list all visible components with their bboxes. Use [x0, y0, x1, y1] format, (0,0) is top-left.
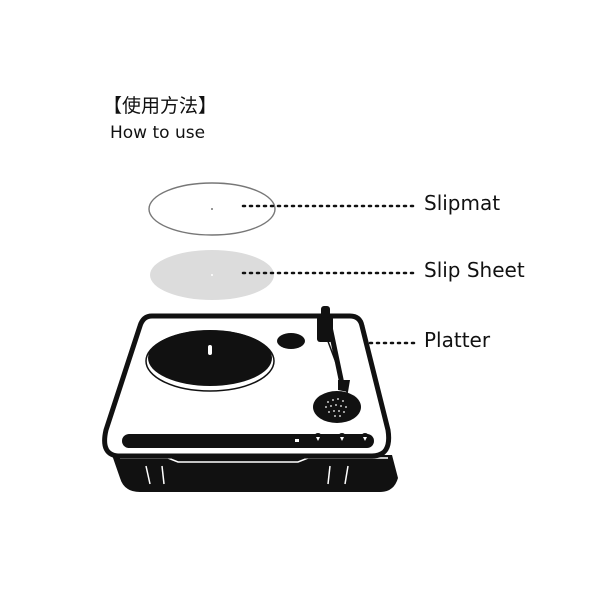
title-english: How to use [110, 123, 206, 143]
title-japanese: 【使用方法】 [103, 95, 218, 117]
label-platter: Platter [424, 328, 491, 352]
turntable-icon [102, 306, 398, 492]
label-slipmat: Slipmat [424, 191, 501, 215]
label-slip-sheet: Slip Sheet [424, 258, 525, 282]
control-knobs [314, 433, 369, 441]
slipmat-icon [148, 182, 276, 236]
slip-sheet-icon [150, 250, 274, 300]
